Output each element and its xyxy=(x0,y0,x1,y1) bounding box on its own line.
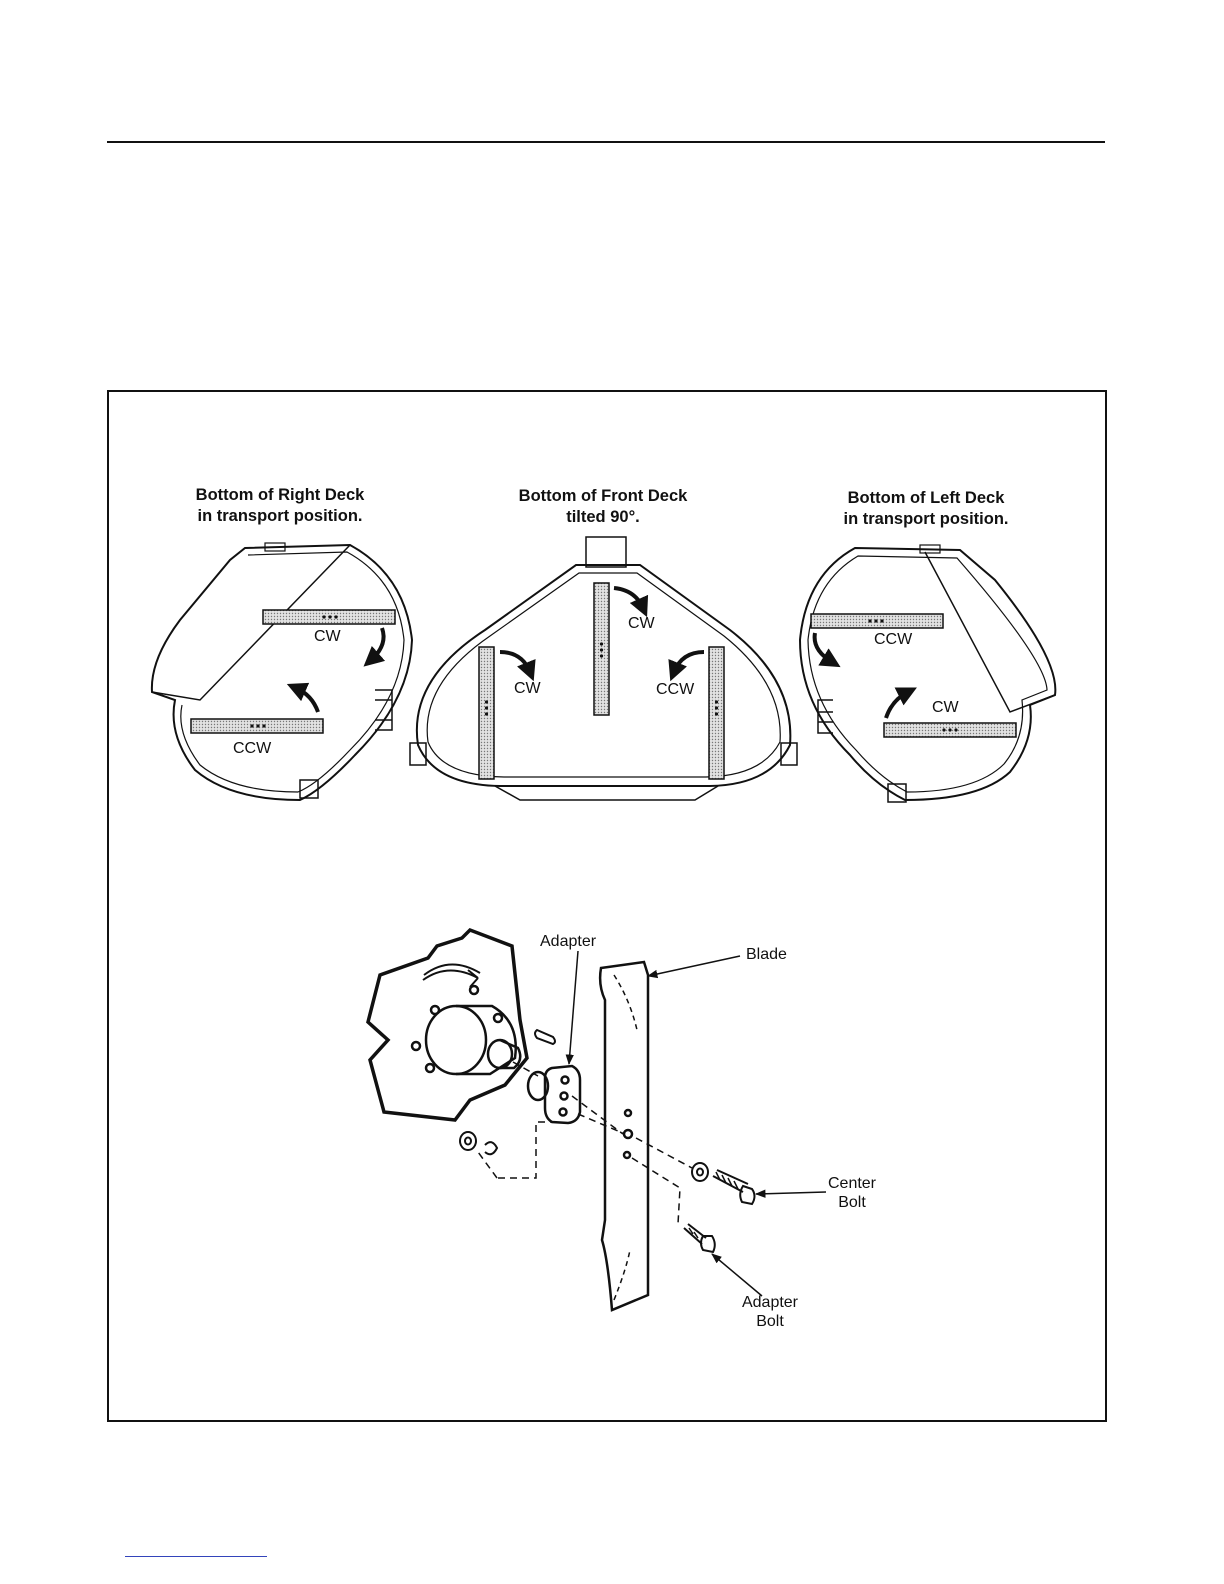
left-deck-lower-dir: CW xyxy=(932,699,959,717)
front-deck-right-dir: CCW xyxy=(656,681,694,699)
right-deck-caption-line2: in transport position. xyxy=(160,506,400,527)
blade-label: Blade xyxy=(746,945,787,964)
adapter-bolt-label: Adapter Bolt xyxy=(734,1293,806,1331)
center-bolt-label: Center Bolt xyxy=(822,1174,882,1212)
left-deck-blade-upper xyxy=(811,614,943,628)
key xyxy=(535,1030,555,1044)
leader-lines xyxy=(569,951,826,1296)
right-deck-blade-upper xyxy=(263,610,395,624)
adapter-bolt-label-line1: Adapter xyxy=(734,1293,806,1312)
left-deck-blade-lower xyxy=(884,723,1016,737)
right-deck-caption: Bottom of Right Deck in transport positi… xyxy=(160,485,400,527)
spindle-housing xyxy=(368,930,527,1120)
left-deck-caption-line1: Bottom of Left Deck xyxy=(806,488,1046,509)
right-deck-caption-line1: Bottom of Right Deck xyxy=(160,485,400,506)
left-deck-caption-line2: in transport position. xyxy=(806,509,1046,530)
front-deck-center-dir: CW xyxy=(628,615,655,633)
left-deck-caption: Bottom of Left Deck in transport positio… xyxy=(806,488,1046,530)
front-deck-caption-line2: tilted 90°. xyxy=(483,507,723,528)
left-deck-cw-arrow xyxy=(886,692,908,718)
right-deck-cw-arrow xyxy=(371,628,384,660)
front-deck-blade-right xyxy=(709,647,724,779)
right-deck-drawing xyxy=(152,543,412,800)
footer-link-underline[interactable] xyxy=(125,1556,267,1557)
right-deck-blade-lower xyxy=(191,719,323,733)
right-deck-ccw-arrow xyxy=(296,688,318,712)
fasteners xyxy=(460,1132,755,1252)
left-deck-ccw-arrow xyxy=(815,633,832,662)
adapter-label: Adapter xyxy=(540,932,596,951)
front-deck-caption-line1: Bottom of Front Deck xyxy=(483,486,723,507)
center-bolt-label-line2: Bolt xyxy=(822,1193,882,1212)
adapter-bolt-label-line2: Bolt xyxy=(734,1312,806,1331)
blade-part xyxy=(600,962,648,1310)
center-bolt-label-line1: Center xyxy=(822,1174,882,1193)
front-deck-cw-arrow-left xyxy=(500,652,530,672)
front-deck-cw-arrow-center xyxy=(614,588,643,608)
front-deck-blade-left xyxy=(479,647,494,779)
left-deck-drawing xyxy=(800,545,1055,802)
front-deck-left-dir: CW xyxy=(514,680,541,698)
right-deck-upper-dir: CW xyxy=(314,628,341,646)
assembly-dashed-lines xyxy=(478,1062,692,1224)
front-deck-ccw-arrow-right xyxy=(674,652,704,672)
left-deck-upper-dir: CCW xyxy=(874,631,912,649)
front-deck-blade-center xyxy=(594,583,609,715)
right-deck-lower-dir: CCW xyxy=(233,740,271,758)
front-deck-caption: Bottom of Front Deck tilted 90°. xyxy=(483,486,723,528)
